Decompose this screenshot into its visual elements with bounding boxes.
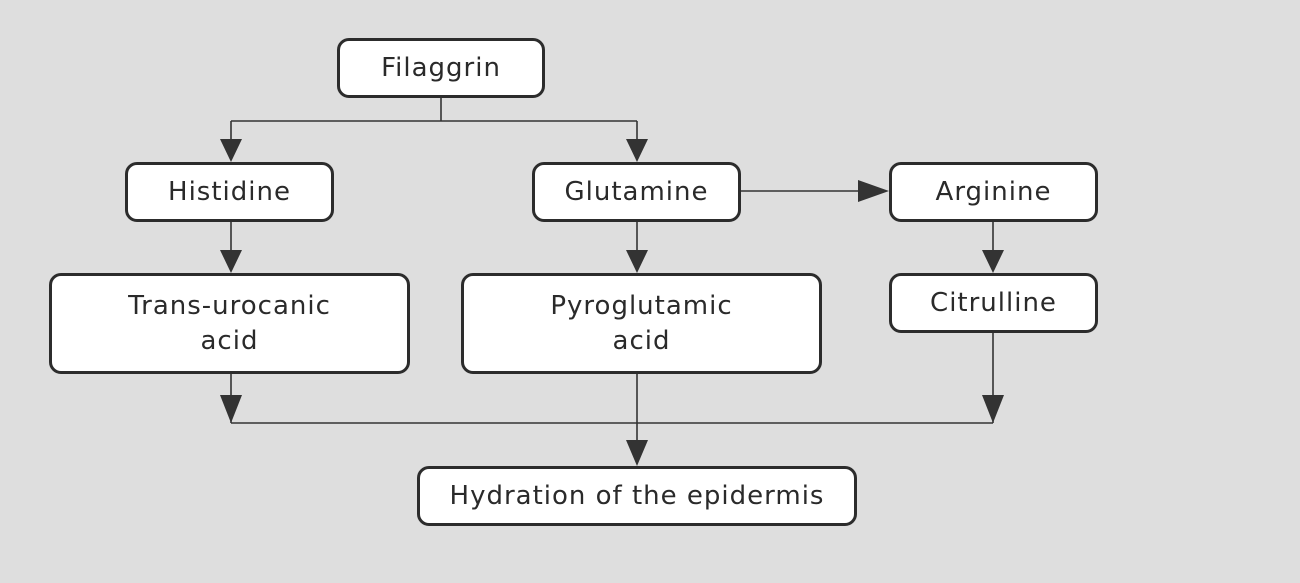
node-histidine: Histidine <box>125 162 334 222</box>
arrowhead-histidine <box>220 139 242 162</box>
arrowhead-pyro <box>626 250 648 273</box>
node-arginine: Arginine <box>889 162 1098 222</box>
node-filaggrin-label: Filaggrin <box>381 52 501 83</box>
node-histidine-label: Histidine <box>168 176 291 207</box>
node-hydration-of-the-epidermis: Hydration of the epidermis <box>417 466 857 526</box>
node-citrulline: Citrulline <box>889 273 1098 333</box>
node-hydration-label: Hydration of the epidermis <box>449 480 825 511</box>
arrowhead-trans <box>220 250 242 273</box>
arrowhead-trans-drop <box>220 395 242 423</box>
node-arginine-label: Arginine <box>935 176 1052 207</box>
node-pyroglutamic-acid-label-line2: acid <box>612 325 671 356</box>
node-glutamine: Glutamine <box>532 162 741 222</box>
arrowhead-citrulline <box>982 250 1004 273</box>
node-trans-urocanic-acid-label-line2: acid <box>200 325 259 356</box>
arrowhead-arginine <box>858 180 889 202</box>
arrowhead-citrulline-drop <box>982 395 1004 423</box>
node-glutamine-label: Glutamine <box>564 176 709 207</box>
arrowhead-hydration <box>626 440 648 466</box>
node-pyroglutamic-acid: Pyroglutamic acid <box>461 273 822 374</box>
node-trans-urocanic-acid-label-line1: Trans-urocanic <box>128 290 331 321</box>
node-pyroglutamic-acid-label-line1: Pyroglutamic <box>550 290 733 321</box>
node-trans-urocanic-acid: Trans-urocanic acid <box>49 273 410 374</box>
arrowhead-glutamine <box>626 139 648 162</box>
node-filaggrin: Filaggrin <box>337 38 545 98</box>
node-citrulline-label: Citrulline <box>930 287 1057 318</box>
